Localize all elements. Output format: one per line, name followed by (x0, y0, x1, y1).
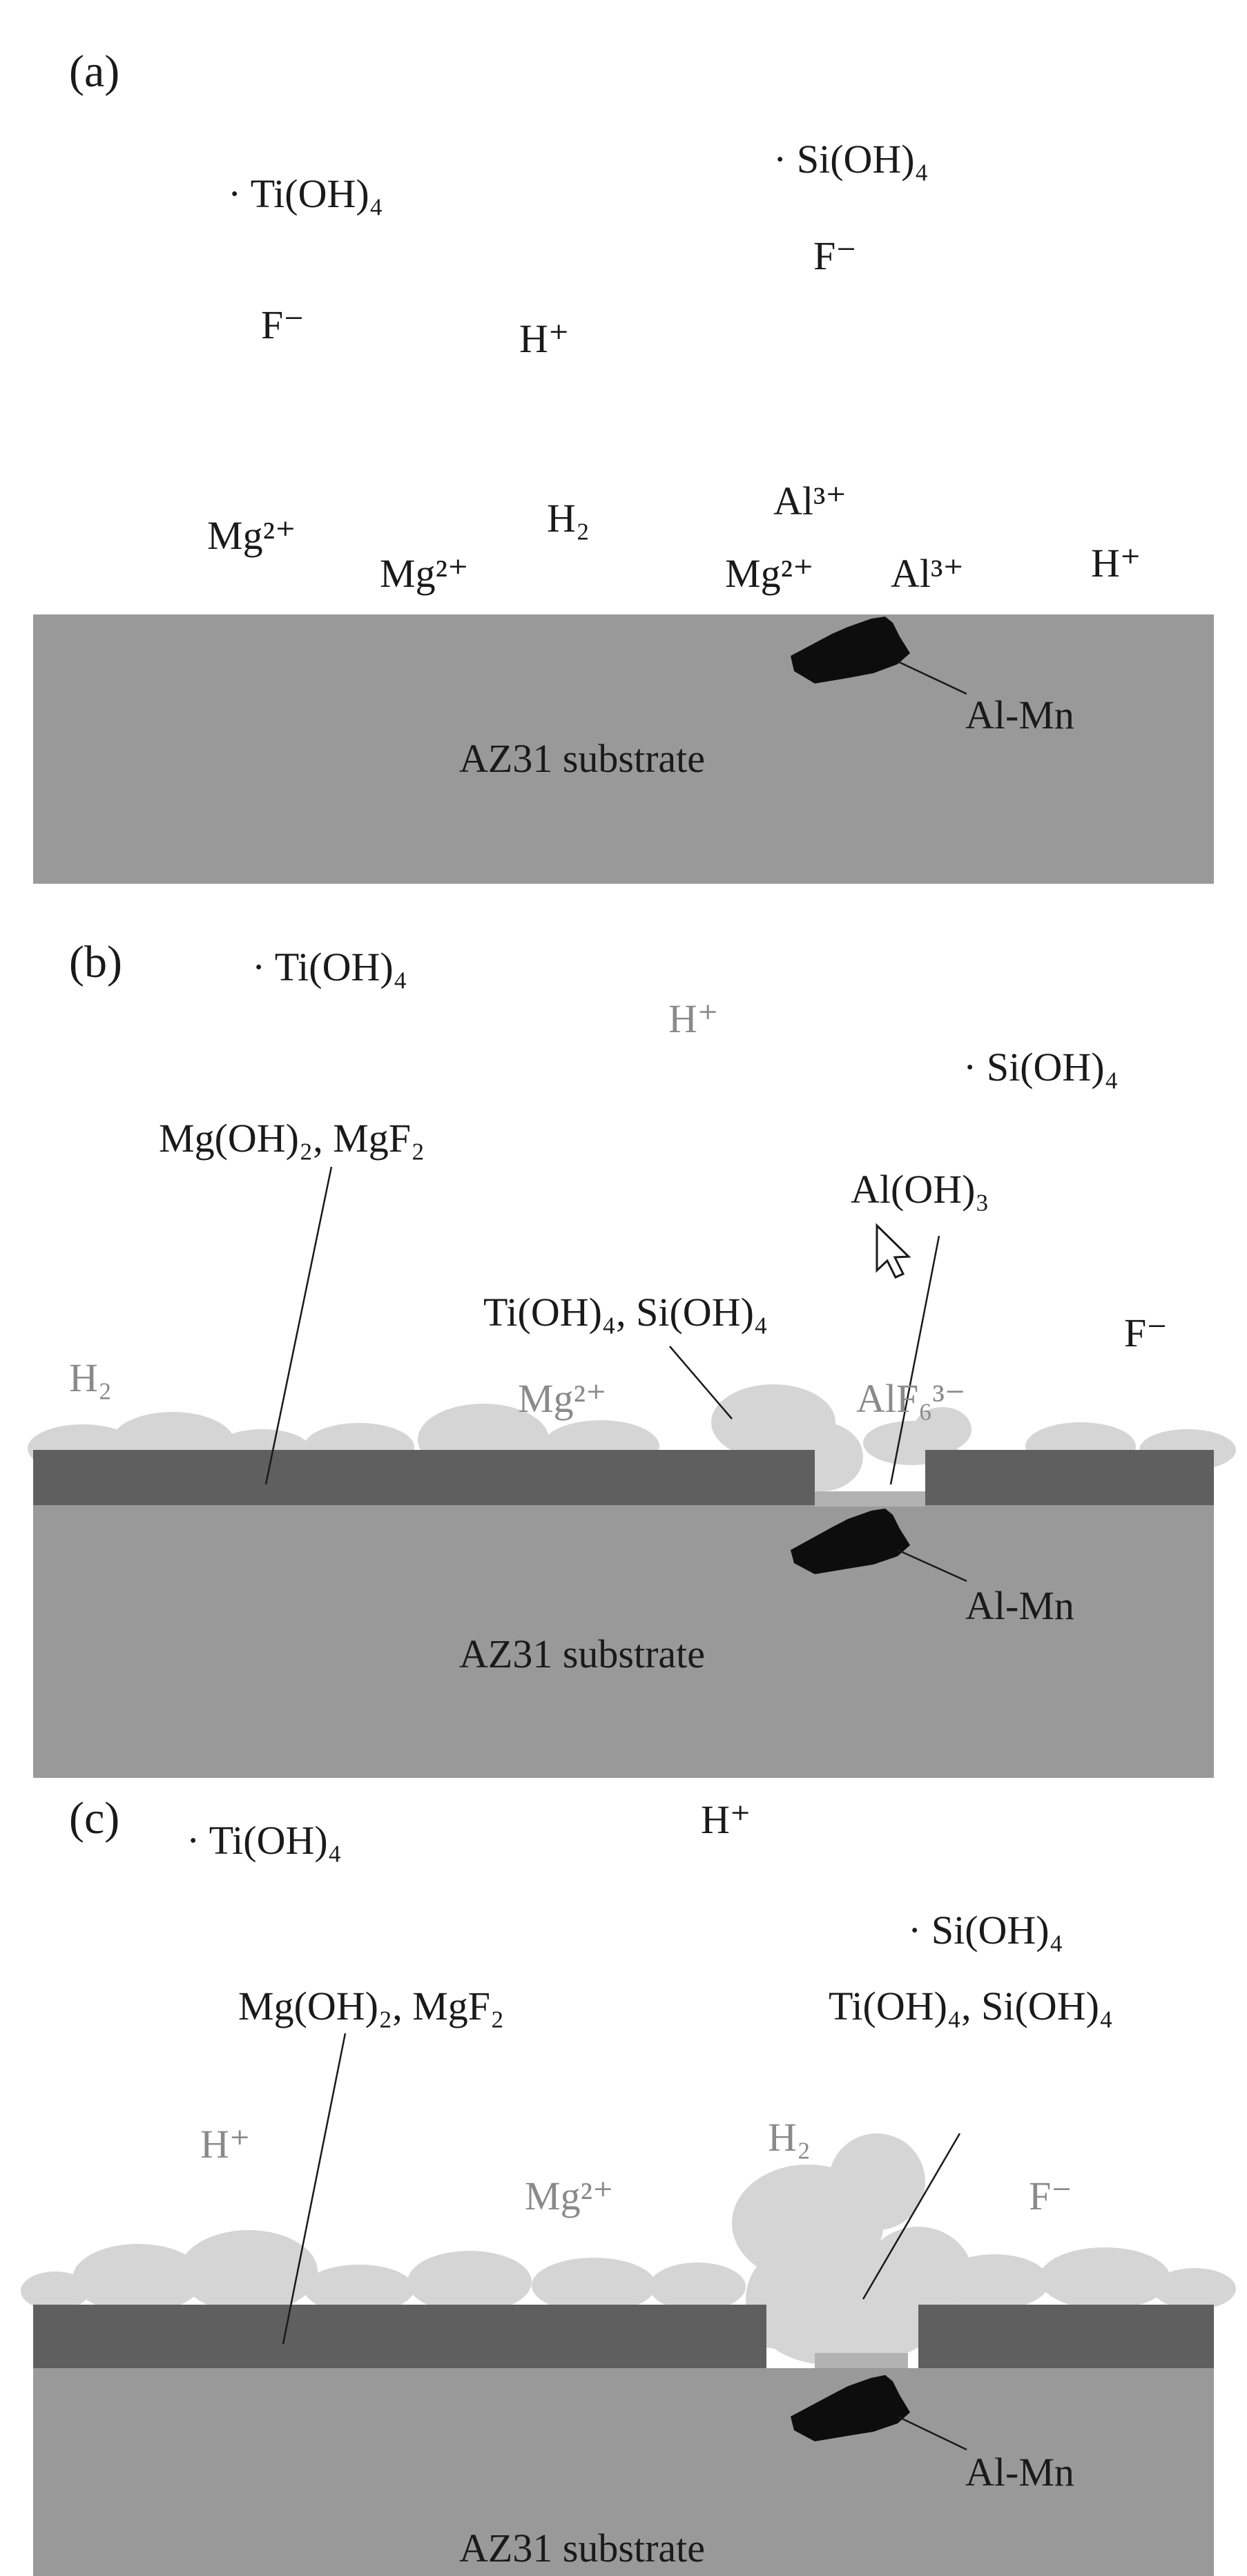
panel-c-h-plus-top: H⁺ (701, 1797, 751, 1842)
panel-c-al-mn-label: Al-Mn (965, 2450, 1074, 2495)
panel-a-h-plus-2: H⁺ (1091, 541, 1141, 585)
panel-b-mg: Mg²⁺ (518, 1376, 607, 1421)
panel-c-mg: Mg²⁺ (525, 2173, 614, 2218)
panel-b-ti-si-oh4: Ti(OH)₄, Si(OH)₄ (483, 1290, 768, 1335)
panel-b-film-leader (264, 1166, 333, 1485)
panel-b-substrate (33, 1505, 1214, 1778)
panel-b-substrate-label: AZ31 substrate (459, 1631, 705, 1676)
panel-a-al-mn-leader (897, 660, 967, 695)
panel-a-h-plus-1: H⁺ (519, 316, 570, 361)
panel-b-alf6: AlF₆³⁻ (856, 1376, 965, 1421)
panel-a: (a) · Ti(OH)₄ · Si(OH)₄ F⁻ F⁻ H⁺ H⁺ Mg²⁺… (33, 46, 1214, 884)
panel-a-substrate-label: AZ31 substrate (459, 736, 705, 781)
panel-b-al-mn-inclusion (791, 1509, 910, 1574)
panel-b-al-oh3: Al(OH)₃ (851, 1167, 989, 1212)
panel-b-si-oh4: · Si(OH)₄ (963, 1045, 1119, 1090)
panel-c-pit-layer (815, 2353, 908, 2368)
panel-c-ti-oh4: · Ti(OH)₄ (186, 1818, 342, 1863)
panel-a-al-mn-inclusion (791, 617, 910, 684)
panel-a-substrate (33, 614, 1214, 884)
cursor-icon (876, 1223, 911, 1279)
panel-c-film (33, 2305, 1214, 2368)
panel-c-f-minus: F⁻ (1029, 2173, 1072, 2218)
panel-a-al-mn-label: Al-Mn (965, 693, 1074, 737)
panel-c-substrate-label: AZ31 substrate (459, 2526, 705, 2570)
panel-b-ti-oh4: · Ti(OH)₄ (252, 945, 407, 989)
panel-b-ti-si-leader (669, 1346, 733, 1420)
panel-b-al-mn-leader (897, 1549, 967, 1582)
panel-b-film (33, 1450, 1214, 1505)
panel-a-f-minus-1: F⁻ (261, 302, 304, 347)
panel-b-mg-oh2-mgf2: Mg(OH)₂, MgF₂ (159, 1116, 425, 1161)
panel-c-film-leader (282, 2033, 347, 2345)
panel-c-letter: (c) (69, 1793, 119, 1843)
panel-c: (c) · Ti(OH)₄ (21, 1793, 1236, 2576)
panel-b-al-mn-label: Al-Mn (965, 1583, 1074, 1628)
panel-a-al-1: Al³⁺ (773, 478, 847, 523)
panel-a-mg-2: Mg²⁺ (380, 551, 469, 596)
panel-b-f-minus: F⁻ (1124, 1310, 1168, 1355)
panel-c-ti-si-oh4: Ti(OH)₄, Si(OH)₄ (829, 1984, 1113, 2028)
panel-c-h2: H₂ (768, 2115, 811, 2160)
panel-c-ti-si-leader (862, 2133, 961, 2300)
panel-b-pit-layer (815, 1491, 925, 1507)
panel-a-si-oh4: · Si(OH)₄ (773, 137, 929, 182)
panel-a-letter: (a) (69, 46, 119, 97)
panel-c-si-oh4: · Si(OH)₄ (908, 1908, 1063, 1953)
panel-c-pit-fill (766, 2299, 918, 2354)
panel-b-al-oh3-leader (889, 1235, 940, 1485)
panel-a-mg-1: Mg²⁺ (207, 513, 296, 558)
panel-a-ti-oh4: · Ti(OH)₄ (228, 171, 383, 216)
panel-c-mg-oh2-mgf2: Mg(OH)₂, MgF₂ (238, 1984, 504, 2028)
panel-a-al-2: Al³⁺ (891, 551, 964, 596)
panel-b: (b) · Ti(OH)₄ H⁺ (28, 937, 1236, 1778)
panel-b-letter: (b) (69, 937, 122, 987)
panel-a-mg-3: Mg²⁺ (725, 551, 814, 596)
panel-c-al-mn-leader (897, 2415, 967, 2451)
panel-c-h-plus-left: H⁺ (200, 2122, 251, 2167)
panel-c-al-mn-inclusion (791, 2375, 910, 2441)
panel-a-h2: H₂ (547, 496, 590, 541)
panel-c-substrate (33, 2368, 1214, 2576)
panel-b-h-plus: H⁺ (668, 996, 719, 1041)
panel-b-h2: H₂ (69, 1355, 112, 1400)
panel-a-f-minus-2: F⁻ (813, 233, 857, 278)
